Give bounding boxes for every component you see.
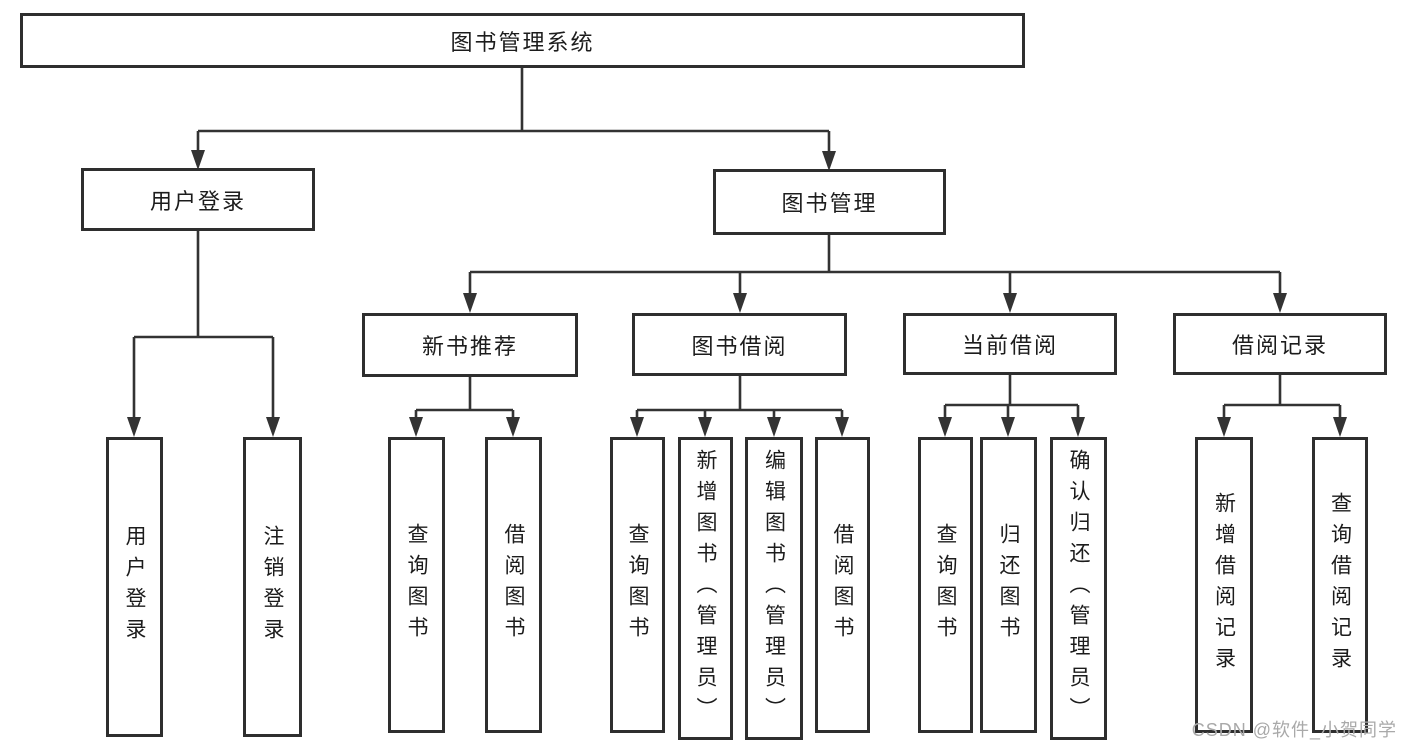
leaf-borrow-add-admin-label: 新增图书（管理员） (694, 449, 717, 728)
leaf-newbook-query-label: 查询图书 (405, 523, 428, 647)
node-current-borrowing: 当前借阅 (903, 313, 1117, 375)
node-user-login-label: 用户登录 (149, 188, 246, 214)
leaf-borrow-add-admin: 新增图书（管理员） (678, 437, 733, 740)
leaf-current-confirm-admin-label: 确认归还（管理员） (1067, 449, 1090, 728)
leaf-newbook-borrow-label: 借阅图书 (502, 523, 525, 647)
node-library-system-label: 图书管理系统 (450, 29, 595, 55)
node-book-borrowing: 图书借阅 (632, 313, 847, 376)
leaf-current-query-label: 查询图书 (934, 523, 957, 647)
leaf-current-return-label: 归还图书 (997, 523, 1020, 647)
leaf-borrow-edit-admin: 编辑图书（管理员） (745, 437, 803, 740)
node-book-management: 图书管理 (713, 169, 946, 235)
node-borrowing-records: 借阅记录 (1173, 313, 1387, 375)
leaf-record-query-label: 查询借阅记录 (1328, 492, 1352, 678)
leaf-record-query: 查询借阅记录 (1312, 437, 1368, 733)
leaf-borrow-edit-admin-label: 编辑图书（管理员） (762, 449, 786, 728)
leaf-borrow-query: 查询图书 (610, 437, 665, 733)
leaf-logout: 注销登录 (243, 437, 302, 737)
leaf-borrow-query-label: 查询图书 (626, 523, 649, 647)
node-user-login: 用户登录 (81, 168, 315, 231)
leaf-borrow-borrow: 借阅图书 (815, 437, 870, 733)
leaf-record-add-label: 新增借阅记录 (1212, 492, 1236, 678)
node-borrowing-records-label: 借阅记录 (1231, 333, 1328, 358)
leaf-borrow-borrow-label: 借阅图书 (831, 523, 854, 647)
node-book-management-label: 图书管理 (781, 191, 878, 216)
node-new-book-recommend: 新书推荐 (362, 313, 578, 377)
leaf-current-return: 归还图书 (980, 437, 1037, 733)
node-current-borrowing-label: 当前借阅 (961, 333, 1058, 358)
leaf-newbook-borrow: 借阅图书 (485, 437, 542, 733)
leaf-logout-label: 注销登录 (261, 525, 284, 649)
leaf-newbook-query: 查询图书 (388, 437, 445, 733)
leaf-user-login: 用户登录 (106, 437, 163, 737)
node-book-borrowing-label: 图书借阅 (691, 333, 788, 359)
csdn-watermark: CSDN @软件_小贺同学 (1191, 720, 1397, 740)
leaf-record-add: 新增借阅记录 (1195, 437, 1253, 733)
leaf-current-confirm-admin: 确认归还（管理员） (1050, 437, 1107, 740)
node-new-book-recommend-label: 新书推荐 (421, 334, 518, 359)
node-library-system: 图书管理系统 (20, 13, 1025, 68)
leaf-current-query: 查询图书 (918, 437, 973, 733)
leaf-user-login-label: 用户登录 (123, 525, 146, 649)
